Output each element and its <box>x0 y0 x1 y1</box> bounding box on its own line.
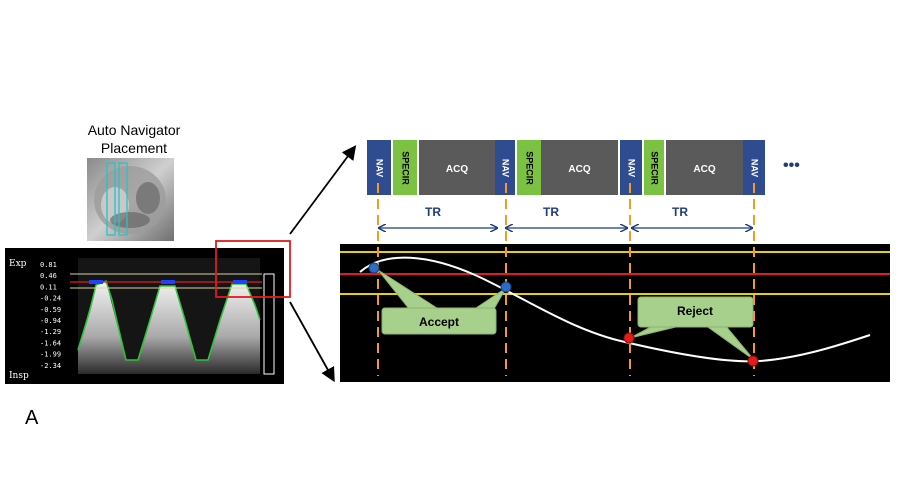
reject-point <box>623 332 635 344</box>
sequence-block-label: ACQ <box>568 164 590 175</box>
sequence-block-label: SPECIR <box>650 151 660 185</box>
trace-tick-label: -1.29 <box>40 328 61 336</box>
navigator-box <box>106 162 116 236</box>
sequence-block-label: ACQ <box>446 164 468 175</box>
trace-tick-label: 0.81 <box>40 261 57 269</box>
tr-intervals: TR TR TR <box>379 205 752 228</box>
zoom-arrow-down <box>289 301 335 383</box>
zoom-arrow-up <box>289 145 357 235</box>
trace-tick-label: -0.24 <box>40 295 61 303</box>
trace-insp-label: Insp <box>9 371 29 381</box>
sequence-block-label: NAV <box>750 159 760 177</box>
accept-point <box>500 281 512 293</box>
sequence-block-acq: ACQ <box>666 140 743 195</box>
trace-tick-label: -2.34 <box>40 362 61 370</box>
reject-label: Reject <box>677 304 713 318</box>
respiratory-curve <box>359 256 871 363</box>
sequence-timeline: NAV SPECIR ACQ NAV SPECIR ACQ NAV SPECIR ACQ NAV <box>367 140 765 195</box>
mri-thumbnail <box>87 158 174 241</box>
sequence-block-specir: SPECIR <box>644 140 664 195</box>
trace-tick-label: -1.99 <box>40 351 61 359</box>
sequence-block-label: ACQ <box>693 164 715 175</box>
sequence-block-label: NAV <box>627 159 637 177</box>
sequence-block-label: NAV <box>375 159 385 177</box>
navigator-trace-panel: Exp Insp 0.81 0.46 0.11 -0.24 -0.59 -0.94 -1.2… <box>5 248 284 384</box>
timing-dashed-lines <box>377 183 755 376</box>
navigator-box <box>118 162 128 236</box>
accept-callout: Accept <box>377 269 507 335</box>
sequence-block-nav: NAV <box>743 140 765 195</box>
sequence-block-specir: SPECIR <box>517 140 541 195</box>
trace-tick-label: -0.94 <box>40 317 61 325</box>
sequence-block-acq: ACQ <box>419 140 495 195</box>
reject-callout: Reject <box>629 296 755 361</box>
sequence-block-label: SPECIR <box>401 151 411 185</box>
caption-line-1: Auto Navigator <box>88 122 181 138</box>
tr-label: TR <box>425 205 441 219</box>
accept-point <box>368 262 380 274</box>
reject-point <box>747 355 759 367</box>
trace-tick-label: 0.11 <box>40 283 57 291</box>
sequence-block-nav: NAV <box>495 140 515 195</box>
trace-tick-label: 0.46 <box>40 272 57 280</box>
sequence-block-nav: NAV <box>620 140 642 195</box>
sequence-block-acq: ACQ <box>541 140 618 195</box>
trace-tick-label: -0.59 <box>40 306 61 314</box>
panel-label: A <box>25 407 39 429</box>
sequence-continuation: ••• <box>783 157 800 174</box>
tr-label: TR <box>672 205 688 219</box>
trace-exp-label: Exp <box>9 259 27 269</box>
sequence-block-label: SPECIR <box>525 151 535 185</box>
zoom-box <box>215 240 291 298</box>
sequence-block-label: NAV <box>501 159 511 177</box>
trace-tick-labels: 0.81 0.46 0.11 -0.24 -0.59 -0.94 -1.29 -1.64 -1.… <box>40 261 61 370</box>
sequence-block-specir: SPECIR <box>393 140 417 195</box>
caption-line-2: Placement <box>101 140 167 156</box>
trace-tick-label: -1.64 <box>40 339 61 347</box>
tr-label: TR <box>543 205 559 219</box>
accept-label: Accept <box>419 315 459 329</box>
